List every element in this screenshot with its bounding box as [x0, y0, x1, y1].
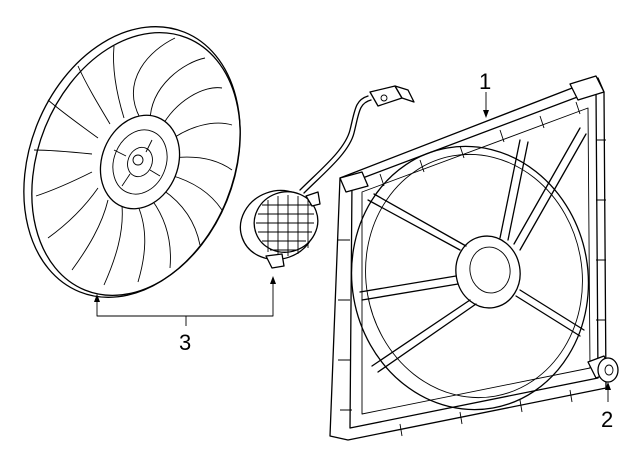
fan-motor[interactable] [231, 85, 415, 270]
push-pin[interactable] [587, 355, 619, 383]
fan-shroud[interactable] [329, 75, 609, 441]
leader-lines [94, 92, 611, 402]
callout-1: 1 [479, 69, 491, 94]
callout-2: 2 [601, 407, 613, 432]
fan-blade[interactable] [0, 0, 279, 330]
callout-3: 3 [179, 330, 191, 355]
